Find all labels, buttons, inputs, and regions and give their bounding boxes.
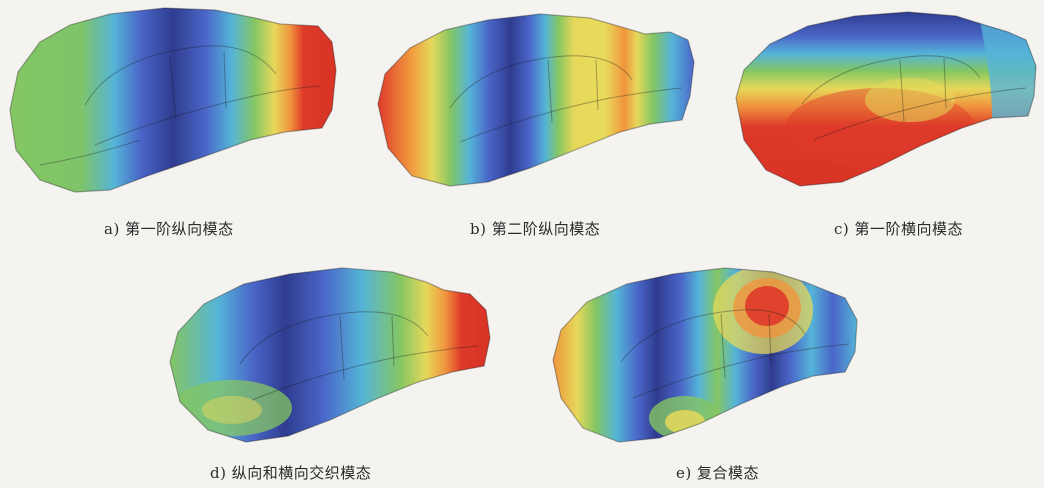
car-body-mode-shape-c — [730, 0, 1040, 200]
panel-b — [370, 0, 710, 200]
caption-c: c) 第一阶横向模态 — [834, 218, 963, 239]
panel-d — [160, 258, 500, 458]
caption-a: a) 第一阶纵向模态 — [104, 218, 234, 239]
panel-c — [730, 0, 1040, 200]
caption-d: d) 纵向和横向交织模态 — [210, 462, 371, 483]
car-body-mode-shape-e — [545, 258, 865, 458]
panel-a — [0, 0, 350, 200]
panel-e — [545, 258, 865, 458]
car-body-mode-shape-d — [160, 258, 500, 458]
car-body-mode-shape-b — [370, 0, 710, 200]
car-body-mode-shape-a — [0, 0, 350, 200]
caption-e: e) 复合模态 — [676, 462, 759, 483]
caption-b: b) 第二阶纵向模态 — [470, 218, 600, 239]
